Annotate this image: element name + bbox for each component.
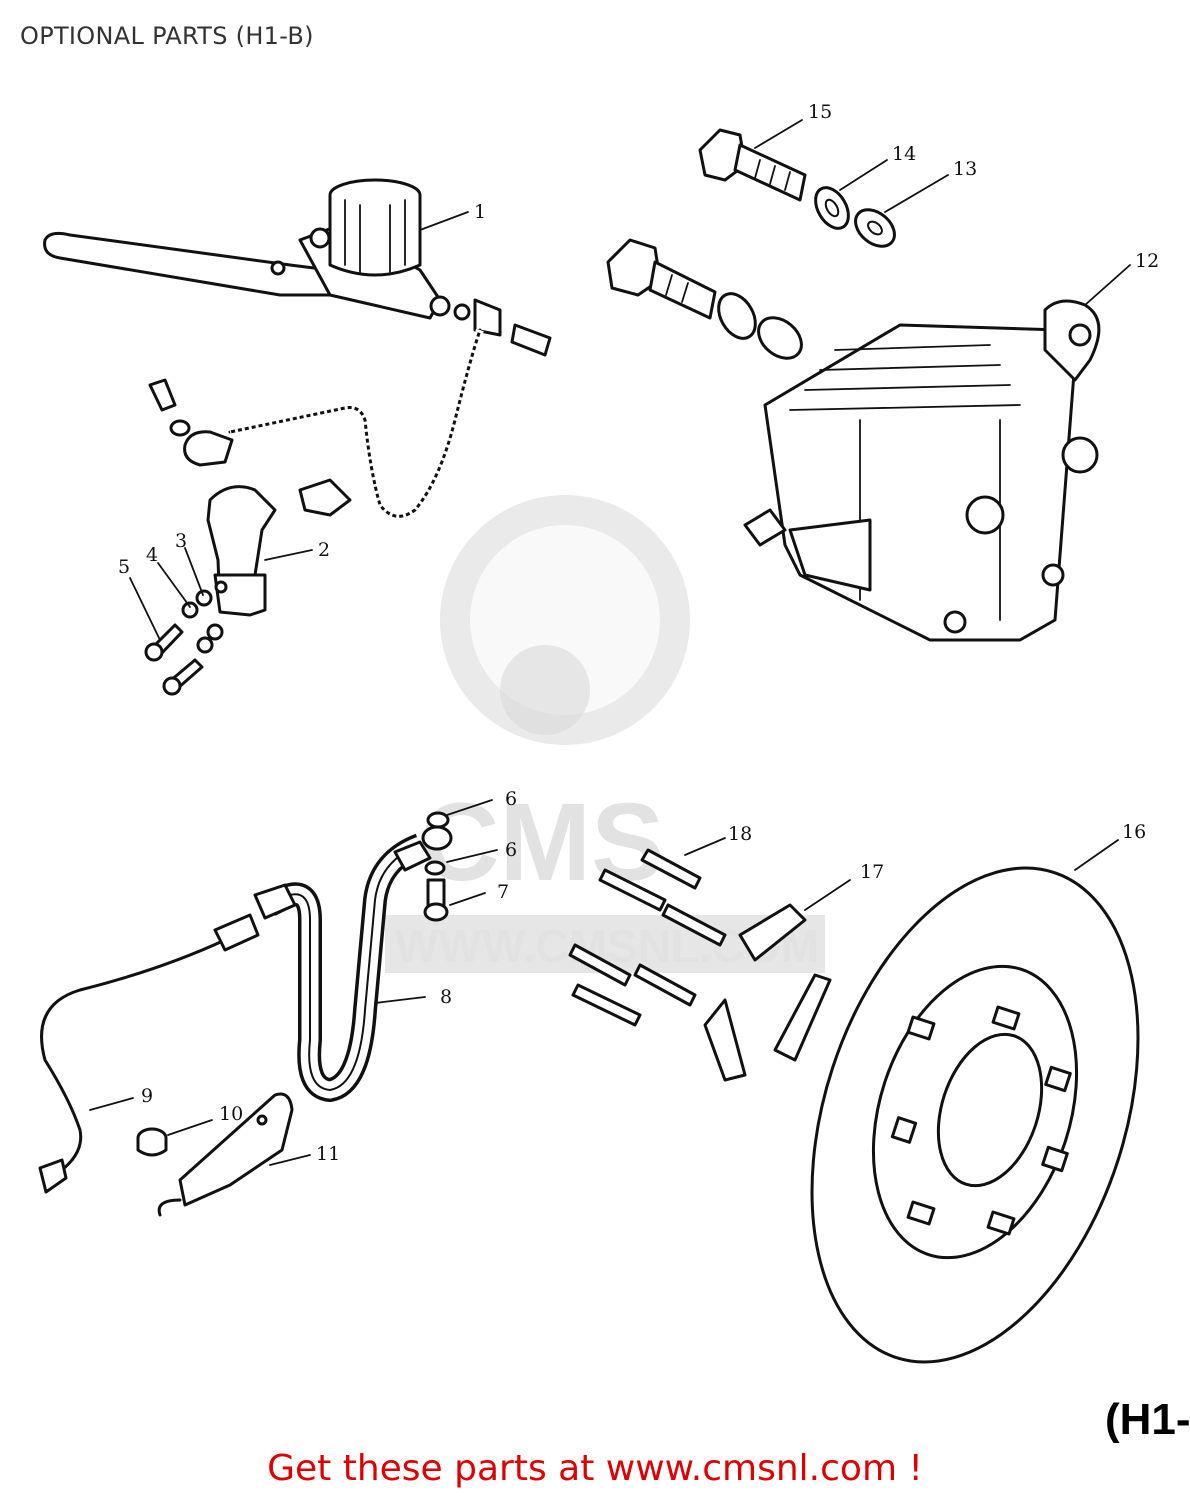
callout-11: 11: [316, 1143, 340, 1165]
callout-8: 8: [440, 986, 452, 1008]
callout-1: 1: [474, 201, 486, 223]
leader-lines: [89, 119, 1131, 1166]
brake-tee-part-2: [206, 485, 277, 617]
callout-numbers: 1 2 3 4 5 6 6 7 8 9 10 11 12 13 14 15 16…: [118, 101, 1159, 1165]
callout-6a: 6: [505, 788, 517, 810]
brake-disc-part-16: [810, 866, 1140, 1364]
callout-10: 10: [219, 1103, 243, 1125]
footer-promo-link[interactable]: Get these parts at www.cmsnl.com !: [267, 1448, 923, 1489]
callout-2: 2: [318, 539, 330, 561]
callout-15: 15: [808, 101, 832, 123]
brake-caliper-part-12: [743, 299, 1101, 642]
lock-plates-part-17: [703, 903, 832, 1082]
callout-5: 5: [118, 556, 130, 578]
callout-12: 12: [1135, 250, 1159, 272]
callout-17: 17: [860, 861, 884, 883]
banjo-bolt-parts-6-7: [421, 811, 453, 922]
brake-line-part-9: [38, 913, 260, 1194]
washer-bolt-parts-3-4-5: [144, 589, 224, 696]
callout-6b: 6: [505, 839, 517, 861]
grommet-part-10: [136, 1127, 168, 1157]
page-title: OPTIONAL PARTS (H1-B): [20, 22, 314, 50]
disc-bolts-part-18: [568, 848, 727, 1027]
callout-14: 14: [892, 143, 916, 165]
callout-7: 7: [497, 881, 509, 903]
diagram-code: (H1-: [1105, 1395, 1190, 1444]
callout-3: 3: [175, 530, 187, 552]
master-cylinder-part-1: [43, 178, 552, 357]
callout-18: 18: [728, 823, 752, 845]
caliper-bolts-parts-13-14-15: [606, 128, 896, 360]
brake-hose-part-8: [253, 833, 432, 1102]
callout-13: 13: [953, 158, 977, 180]
callout-16: 16: [1122, 821, 1146, 843]
bracket-part-11: [157, 1092, 294, 1217]
watermark-logo: CMS WWW.CMSNL.COM: [385, 495, 825, 973]
callout-9: 9: [141, 1085, 153, 1107]
brake-hose-upper: [148, 328, 484, 521]
callout-4: 4: [146, 544, 158, 566]
